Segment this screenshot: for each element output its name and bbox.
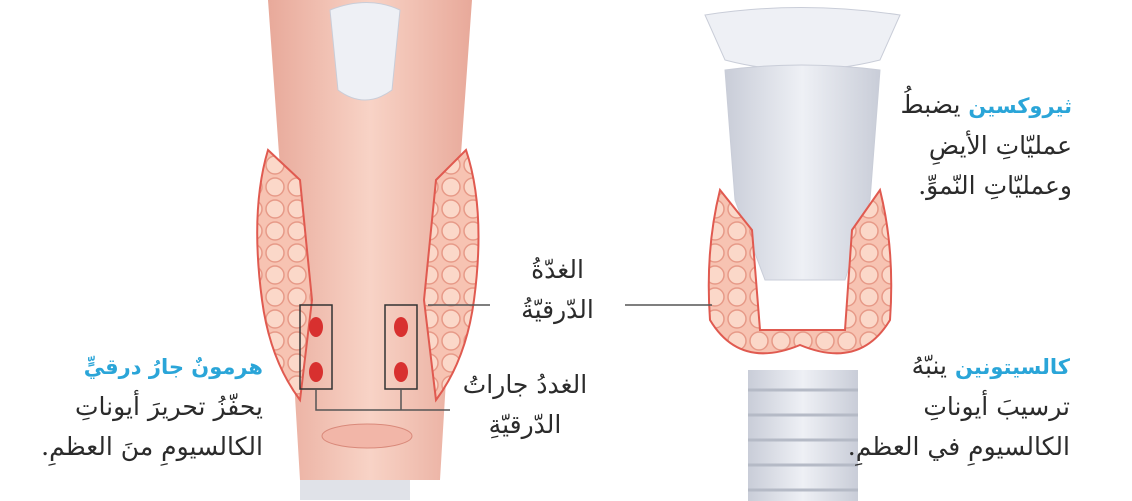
label-text: الدّرقيّةُ bbox=[495, 290, 620, 330]
calcitonin-label: كالسيتونين ينبّهُ ترسيبَ أيوناتِ الكالسي… bbox=[848, 346, 1070, 467]
label-text: ترسيبَ أيوناتِ bbox=[923, 392, 1070, 421]
posterior-view bbox=[257, 0, 478, 500]
hormone-name: ثيروكسين bbox=[968, 94, 1072, 118]
hormone-name: كالسيتونين bbox=[955, 355, 1070, 379]
parathyroid-hormone-label: هرمونٌ جارُ درقيٍّ يحفّزُ تحريرَ أيوناتِ… bbox=[41, 346, 263, 467]
parathyroid-glands-label: الغددُ جاراتُ الدّرقيّةِ bbox=[450, 365, 600, 445]
label-text: ينبّهُ bbox=[912, 351, 955, 380]
label-text: الدّرقيّةِ bbox=[450, 405, 600, 445]
epiglottis bbox=[330, 3, 400, 101]
label-text: الكالسيومِ منَ العظمِ. bbox=[41, 432, 263, 461]
parathyroid-gland bbox=[309, 362, 323, 382]
label-text: الكالسيومِ في العظمِ. bbox=[848, 432, 1070, 461]
parathyroid-gland bbox=[309, 317, 323, 337]
thyroid-gland-label: الغدّةُ الدّرقيّةُ bbox=[495, 250, 620, 330]
label-text: يحفّزُ تحريرَ أيوناتِ bbox=[75, 392, 263, 421]
hyoid bbox=[705, 8, 900, 71]
esophagus-opening bbox=[322, 424, 412, 448]
label-text: الغددُ جاراتُ bbox=[450, 365, 600, 405]
label-text: الغدّةُ bbox=[495, 250, 620, 290]
parathyroid-gland bbox=[394, 317, 408, 337]
label-text: عمليّاتِ الأيضِ bbox=[929, 131, 1072, 160]
hormone-name: هرمونٌ جارُ درقيٍّ bbox=[84, 355, 263, 379]
label-text: وعمليّاتِ النّموِّ. bbox=[918, 171, 1072, 200]
parathyroid-gland bbox=[394, 362, 408, 382]
thyroxine-label: ثيروكسين يضبطُ عمليّاتِ الأيضِ وعمليّاتِ… bbox=[901, 85, 1073, 206]
label-text: يضبطُ bbox=[901, 90, 969, 119]
